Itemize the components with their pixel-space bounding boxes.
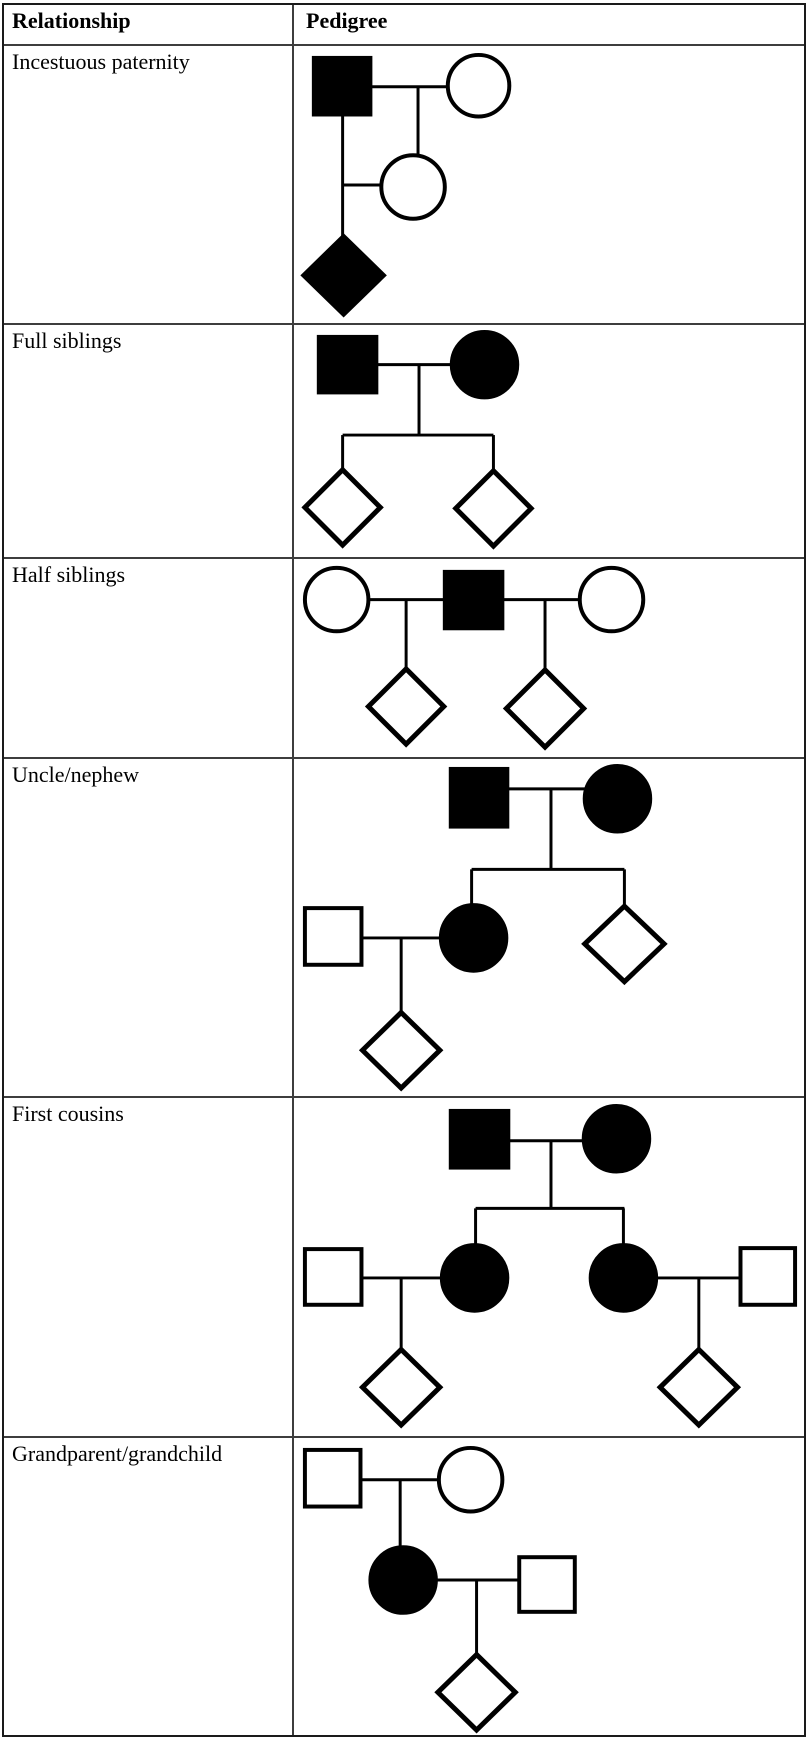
female-symbol-open <box>445 52 512 119</box>
female-symbol-filled <box>368 1545 438 1615</box>
table-row: Full siblings <box>4 323 804 557</box>
female-symbol-filled <box>449 329 520 400</box>
relationship-cell: Full siblings <box>4 325 292 557</box>
table-row: Uncle/nephew <box>4 757 804 1096</box>
male-symbol-open <box>302 906 364 967</box>
pedigree-diagram <box>302 565 646 751</box>
unknown-sex-symbol-open <box>358 1346 444 1429</box>
table-row: Incestuous paternity <box>4 44 804 323</box>
relationship-label: Full siblings <box>12 328 122 353</box>
female-symbol-filled <box>581 1103 652 1174</box>
unknown-sex-symbol-open <box>502 666 588 751</box>
male-symbol-open <box>302 1447 363 1509</box>
table-row: First cousins <box>4 1096 804 1436</box>
pedigree-cell <box>292 1098 804 1436</box>
unknown-sex-symbol-open <box>358 1009 444 1092</box>
unknown-sex-symbol-filled <box>300 233 387 318</box>
pedigree-cell <box>292 1438 804 1735</box>
relationship-label: Grandparent/grandchild <box>12 1441 223 1466</box>
pedigree-diagram <box>300 52 512 318</box>
unknown-sex-symbol-open <box>656 1346 742 1429</box>
male-symbol-filled <box>448 1108 511 1170</box>
unknown-sex-symbol-open <box>364 665 448 748</box>
male-symbol-filled <box>448 766 510 829</box>
male-symbol-open <box>738 1246 798 1307</box>
relationship-label: First cousins <box>12 1101 124 1126</box>
pedigree-table: Relationship Pedigree Incestuous paterni… <box>2 3 806 1737</box>
pedigree-diagram <box>302 1445 577 1734</box>
male-symbol-filled <box>311 55 373 117</box>
pedigree-cell <box>292 559 804 757</box>
column-header-pedigree: Pedigree <box>292 5 804 44</box>
male-symbol-open <box>302 1247 364 1307</box>
female-symbol-filled <box>439 1243 510 1313</box>
header-row: Relationship Pedigree <box>4 5 804 44</box>
pedigree-cell <box>292 325 804 557</box>
relationship-cell: Uncle/nephew <box>4 759 292 1096</box>
female-symbol-filled <box>438 903 509 973</box>
pedigree-diagram <box>302 763 668 1092</box>
relationship-label: Incestuous paternity <box>12 49 190 74</box>
pedigree-diagram <box>301 329 535 550</box>
relationship-label: Half siblings <box>12 562 126 587</box>
male-symbol-filled <box>442 569 505 631</box>
female-symbol-filled <box>588 1243 659 1313</box>
unknown-sex-symbol-open <box>301 466 384 549</box>
pedigree-cell <box>292 46 804 323</box>
female-symbol-open <box>436 1445 505 1514</box>
relationship-cell: Grandparent/grandchild <box>4 1438 292 1735</box>
table-row: Half siblings <box>4 557 804 757</box>
male-symbol-filled <box>316 334 379 395</box>
female-symbol-filled <box>582 763 653 834</box>
column-header-pedigree-label: Pedigree <box>306 8 388 33</box>
male-symbol-open <box>517 1555 577 1614</box>
relationship-cell: Half siblings <box>4 559 292 757</box>
relationship-cell: Incestuous paternity <box>4 46 292 323</box>
pedigree-cell <box>292 759 804 1096</box>
column-header-relationship-label: Relationship <box>12 8 131 33</box>
unknown-sex-symbol-open <box>434 1651 519 1734</box>
unknown-sex-symbol-open <box>452 467 535 550</box>
female-symbol-open <box>577 565 646 634</box>
relationship-cell: First cousins <box>4 1098 292 1436</box>
female-symbol-open <box>379 153 447 221</box>
female-symbol-open <box>302 565 371 634</box>
unknown-sex-symbol-open <box>581 902 668 986</box>
column-header-relationship: Relationship <box>4 5 292 44</box>
pedigree-diagram <box>302 1103 798 1429</box>
table-row: Grandparent/grandchild <box>4 1436 804 1735</box>
relationship-label: Uncle/nephew <box>12 762 140 787</box>
